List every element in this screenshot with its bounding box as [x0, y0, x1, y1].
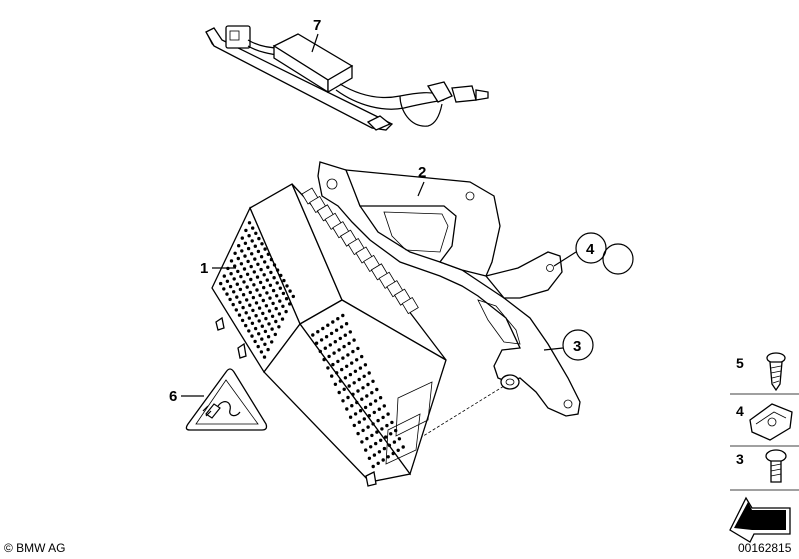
callout-6: 6: [169, 388, 177, 405]
hardware-legend: 5 4 3: [729, 352, 799, 543]
warning-label-part-6: [185, 368, 268, 431]
legend-item-clip-nut: 4: [736, 403, 793, 441]
legend-item-bolt: 3: [736, 449, 787, 483]
assembly-line: [419, 385, 505, 439]
leader-3: [543, 347, 564, 351]
screw-icon: [766, 352, 786, 392]
legend-item-screw: 5: [736, 352, 786, 392]
direction-arrow-icon: [729, 496, 791, 543]
empty-callout-circle: [602, 243, 634, 275]
mounting-bracket-part-2: [317, 161, 581, 417]
callout-3: 3: [573, 338, 581, 355]
amplifier-part-1: [211, 183, 447, 487]
drawing-number: 00162815: [738, 541, 792, 555]
callout-4-circle: [575, 232, 607, 264]
plug-hazard-icon: [202, 401, 241, 419]
callout-7: 7: [313, 17, 321, 34]
svg-text:5: 5: [736, 355, 744, 371]
callout-4: 4: [586, 241, 595, 258]
leader-7: [311, 33, 319, 53]
callout-3-circle: [562, 329, 594, 361]
wiring-harness-part-7: [205, 25, 489, 131]
callout-2: 2: [418, 164, 426, 181]
leader-2: [417, 181, 425, 197]
svg-text:3: 3: [736, 451, 744, 467]
leader-4: [553, 251, 577, 267]
callout-1: 1: [200, 260, 208, 277]
bolt-icon: [765, 449, 787, 483]
copyright-text: © BMW AG: [4, 541, 66, 555]
clip-nut-icon: [749, 403, 793, 441]
svg-text:4: 4: [736, 403, 744, 419]
